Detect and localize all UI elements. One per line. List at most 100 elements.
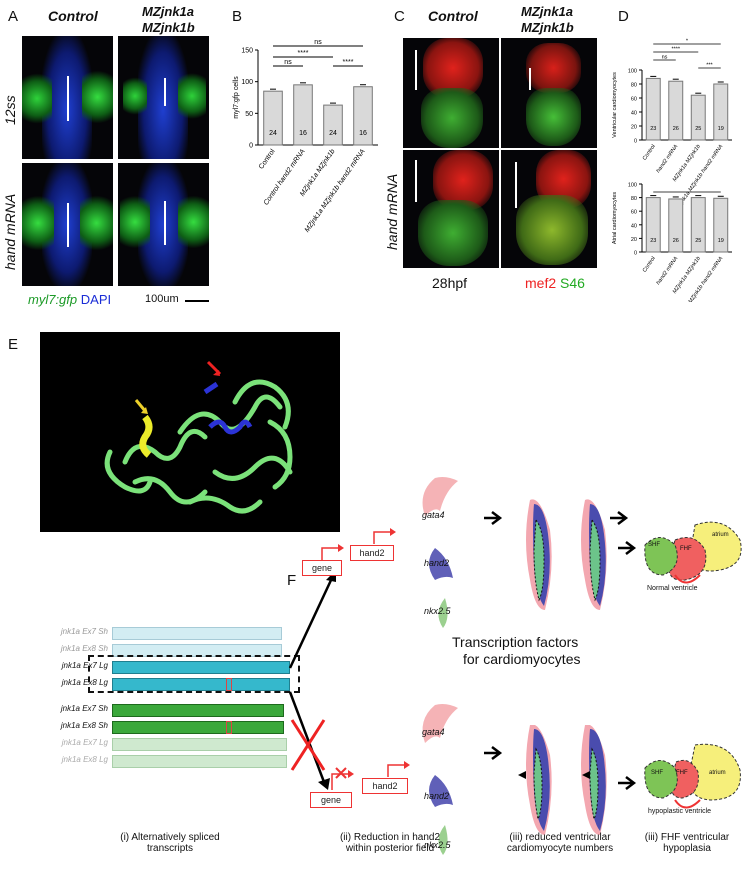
caption-2-line-2: within posterior field (345, 843, 435, 854)
transcript-label-4: jnk1a Ex8 Lg (61, 678, 108, 687)
y-tick-label: 60 (631, 97, 637, 103)
y-tick-label: 50 (245, 111, 253, 118)
y-tick-label: 80 (631, 196, 637, 202)
bar (668, 198, 684, 253)
transcript-bar-1 (112, 627, 282, 640)
hand2-box-top: hand2 (350, 545, 394, 561)
panel-a-row-12ss: 12ss (2, 95, 18, 125)
scale-bar-label: 100um (145, 293, 179, 305)
y-axis-label: Ventricular cardiomyocytes (612, 72, 618, 138)
n-label: 19 (718, 238, 724, 244)
micrograph-c-control (403, 38, 499, 148)
bar (353, 86, 373, 146)
caption-4-line-1: (iii) FHF ventricular (644, 832, 730, 843)
panel-c-mutant-title-2: MZjnk1b (521, 20, 574, 35)
y-tick-label: 0 (249, 143, 253, 150)
caption-4-line-2: hypoplasia (663, 843, 711, 854)
bar (293, 84, 313, 146)
y-tick-label: 20 (631, 125, 637, 131)
panel-a-mutant-title-2: MZjnk1b (142, 20, 195, 35)
promoter-arrow-bottom-2 (387, 761, 410, 777)
nkx-label-top: nkx2.5 (424, 606, 451, 616)
micrograph-a-mutant-12ss (118, 36, 209, 159)
significance-label: ns (662, 55, 668, 61)
transcript-bar-4 (112, 678, 290, 691)
panel-d-label: D (618, 8, 629, 25)
hand2-box-bottom: hand2 (362, 778, 408, 794)
bar (690, 94, 706, 141)
highlight-box (88, 655, 300, 693)
transcript-bar-3 (112, 661, 290, 674)
hand2-label-top: hand2 (424, 558, 450, 568)
caption-3-line-1: (iii) reduced ventricular (509, 832, 611, 843)
hand2-label-bottom: hand2 (424, 791, 450, 801)
promoter-arrow-bottom (331, 767, 354, 790)
nkx-label-bottom: nkx2.5 (424, 840, 451, 850)
n-label: 24 (269, 130, 277, 137)
category-label: Control (642, 256, 657, 274)
y-tick-label: 0 (634, 139, 637, 145)
exon8-marker (226, 678, 232, 691)
bar (645, 77, 661, 141)
significance-label: **** (671, 47, 680, 53)
shf-label-top: SHF (648, 542, 660, 548)
significance-label: **** (343, 59, 354, 66)
gata4-label-top: gata4 (422, 510, 445, 520)
tf-shapes-bottom (422, 704, 458, 855)
legend-dapi: DAPI (80, 292, 112, 307)
n-label: 23 (650, 126, 656, 132)
significance-label: ns (314, 39, 322, 46)
transcript-bar-7 (112, 738, 287, 751)
stage-label: 28hpf (432, 275, 468, 291)
hypoplastic-ventricle-label: hypoplastic ventricle (648, 808, 712, 815)
micrograph-a-control-hand (22, 163, 113, 286)
normal-ventricle-label: Normal ventricle (647, 585, 698, 592)
fhf-label-top: FHF (680, 546, 692, 552)
y-axis-label: myl7:gfp cells (233, 76, 240, 119)
transcript-label-3: jnk1a Ex7 Lg (61, 661, 108, 670)
transcript-label-6: jnk1a Ex8 Sh (60, 721, 108, 730)
transcript-bar-5 (112, 704, 284, 717)
protein-structure-image (40, 332, 340, 532)
panel-f-label: F (287, 572, 297, 589)
fhf-label-bottom: FHF (676, 770, 688, 776)
promoter-arrow-top-2 (373, 528, 396, 544)
tf-title-1: Transcription factors (452, 634, 579, 650)
micrograph-c-mutant-hand (501, 150, 597, 268)
exon8-marker-2 (226, 721, 232, 734)
tf-shapes-top (422, 477, 458, 628)
y-tick-label: 100 (241, 79, 253, 86)
atrium-label-top: atrium (712, 532, 729, 538)
y-tick-label: 150 (241, 48, 253, 55)
hypoplastic-heart-schematic (644, 743, 741, 809)
transcript-label-7: jnk1a Ex7 Lg (61, 738, 108, 747)
caption-1-line-1: (i) Alternatively spliced (120, 832, 220, 843)
transcript-label-5: jnk1a Ex7 Sh (60, 704, 108, 713)
panel-a-label: A (8, 8, 19, 25)
transcript-label-1: jnk1a Ex7 Sh (60, 627, 108, 636)
gata4-label-bottom: gata4 (422, 727, 445, 737)
caption-3-line-2: cardiomyocyte numbers (506, 843, 614, 854)
panel-c-control-title: Control (428, 8, 478, 24)
panel-a-row-hand: hand mRNA (2, 193, 18, 270)
heart-tubes-top (484, 499, 637, 610)
panel-c-label: C (394, 8, 405, 25)
y-tick-label: 0 (634, 251, 637, 257)
bar (713, 83, 729, 141)
gene-box-bottom: gene (310, 792, 352, 808)
n-label: 19 (718, 126, 724, 132)
bar (263, 90, 283, 146)
y-tick-label: 40 (631, 111, 637, 117)
micrograph-c-control-hand (403, 150, 499, 268)
micrograph-c-mutant (501, 38, 597, 148)
significance-label: *** (706, 63, 713, 69)
heart-tubes-bottom (484, 725, 637, 835)
micrograph-a-control-12ss (22, 36, 113, 159)
legend-myl7-gfp: myl7:gfp (28, 292, 78, 307)
gene-box-top: gene (302, 560, 342, 576)
